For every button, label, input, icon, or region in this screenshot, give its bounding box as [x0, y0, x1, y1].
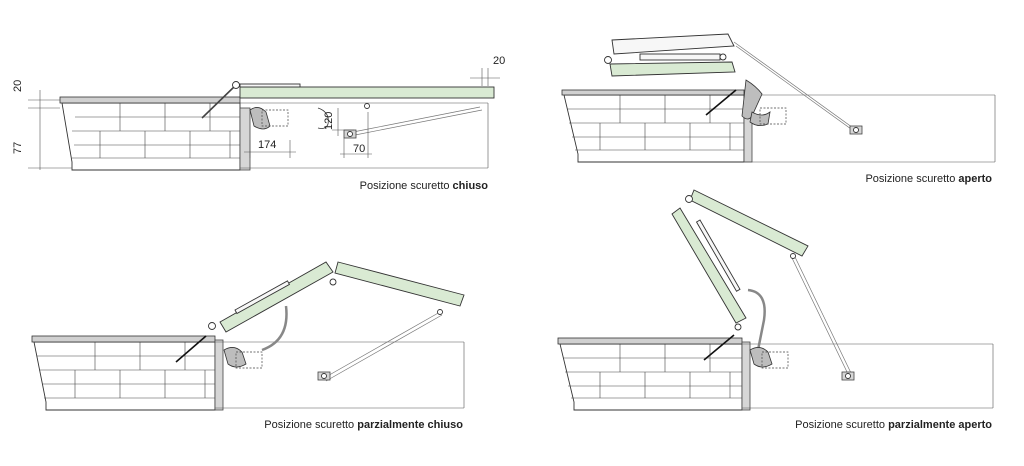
diagram-open: Posizione scuretto aperto [561, 33, 996, 185]
leaf-top-closed [239, 83, 301, 88]
bricks-closed [72, 103, 240, 159]
frame-closed [239, 107, 251, 171]
diagram-closed: 20 77 20 174 120 70 Posizione scuretto c… [12, 55, 505, 192]
wall-partially-open [559, 343, 743, 411]
caption-partially-open: Posizione scuretto parzialmente aperto [795, 419, 992, 431]
hinge-pin-icon [232, 81, 240, 89]
diagram-partially-open: Posizione scuretto parzialmente aperto [557, 189, 994, 431]
caption-partially-closed: Posizione scuretto parzialmente chiuso [264, 419, 463, 431]
wall-closed [61, 102, 241, 171]
caption-closed: Posizione scuretto chiuso [360, 180, 489, 192]
dim-77: 77 [12, 142, 24, 154]
sill-closed [59, 96, 241, 104]
dim-20-right: 20 [493, 55, 505, 67]
dim-20-top: 20 [12, 80, 24, 92]
caption-open: Posizione scuretto aperto [865, 173, 992, 185]
dim-70: 70 [353, 143, 365, 155]
dim-120: 120 [323, 112, 335, 130]
dim-174: 174 [258, 139, 276, 151]
diagram-partially-closed: Posizione scuretto parzialmente chiuso [31, 261, 465, 431]
shutter-leaf-closed [239, 86, 495, 99]
